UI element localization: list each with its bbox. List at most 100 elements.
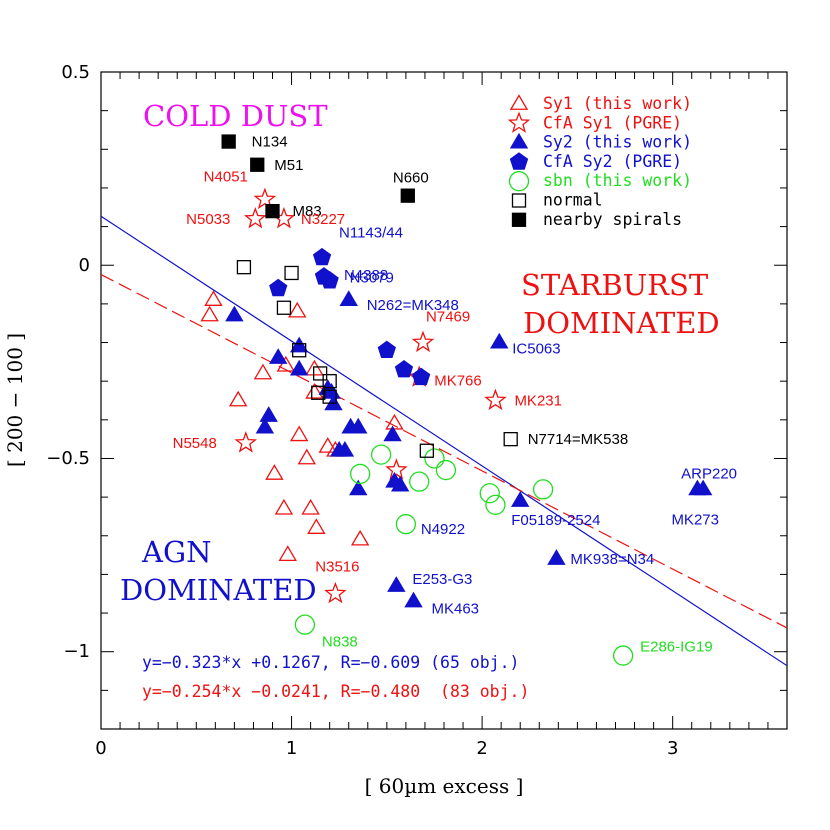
point-label-0: N134: [252, 134, 288, 151]
point-series2-9: [259, 406, 278, 422]
point-series4-7: [532, 479, 554, 500]
point-label-12: IC5063: [512, 341, 560, 358]
point-series0-15: [278, 545, 297, 562]
point-series4-1: [350, 463, 371, 485]
point-series5-0: [236, 260, 252, 275]
point-series2-5: [289, 336, 309, 353]
legend-marker-4: [508, 171, 530, 192]
point-label-11: N7469: [426, 309, 470, 326]
fit-line-0: [101, 215, 787, 667]
point-series0-10: [297, 448, 317, 465]
point-series2-19: [511, 491, 530, 507]
point-series0-0: [204, 290, 223, 306]
legend-label-6: nearby spirals: [543, 210, 682, 229]
point-series3-0: [312, 247, 332, 266]
y-tick-label-0: 0: [79, 255, 90, 276]
y-tick-label-m05: −0.5: [46, 448, 90, 469]
fit-equation-red: y=−0.254*x −0.0241, R=−0.480 (83 obj.): [142, 682, 529, 701]
point-label-18: MK273: [671, 511, 719, 528]
point-series0-16: [350, 529, 370, 546]
point-series1-0: [253, 187, 277, 210]
point-series6-3: [400, 188, 415, 203]
point-series1-6: [234, 431, 258, 453]
point-series0-6: [305, 359, 324, 376]
legend-marker-2: [509, 132, 529, 149]
point-series0-13: [301, 498, 320, 515]
legend-marker-0: [509, 94, 529, 110]
point-label-10: N262=MK348: [367, 297, 459, 314]
legend-marker-5: [511, 193, 527, 208]
legend-label-5: normal: [543, 191, 603, 210]
region-label-cold-dust: COLD DUST: [143, 99, 328, 133]
point-series4-3: [435, 459, 457, 481]
x-tick-label-2: 2: [476, 738, 487, 759]
point-series1-1: [244, 207, 267, 229]
point-series1-3: [411, 330, 435, 353]
point-series0-1: [200, 305, 219, 322]
x-tick-label-0: 0: [95, 738, 106, 759]
point-label-22: N3516: [315, 559, 359, 576]
point-series2-3: [269, 348, 288, 364]
axis-ticks: [100, 71, 788, 730]
legend: Sy1 (this work)CfA Sy1 (PGRE)Sy2 (this w…: [507, 94, 692, 229]
point-series3-5: [394, 359, 414, 378]
point-label-17: ARP220: [681, 465, 737, 482]
point-series5-5: [322, 374, 337, 389]
legend-label-2: Sy2 (this work): [543, 133, 692, 152]
point-label-24: MK463: [432, 600, 480, 617]
point-label-25: N838: [322, 634, 358, 651]
point-series4-5: [479, 483, 500, 504]
point-series6-2: [265, 203, 280, 219]
point-series1-7: [385, 458, 408, 480]
point-series0-12: [274, 498, 294, 515]
point-series5-9: [503, 431, 518, 447]
point-label-15: N7714=MK538: [528, 431, 629, 448]
point-label-20: F05189-2524: [511, 512, 600, 529]
point-label-23: E253-G3: [412, 571, 472, 588]
point-series1-8: [324, 581, 347, 604]
point-series1-5: [484, 388, 507, 411]
point-label-2: M83: [293, 203, 322, 220]
point-series2-21: [693, 479, 713, 496]
point-label-4: N4051: [204, 169, 248, 186]
point-series0-5: [288, 301, 307, 318]
point-series0-3: [253, 363, 273, 380]
y-axis-label: [ 200 − 100 ]: [3, 333, 27, 467]
point-series4-0: [370, 444, 392, 465]
point-series6-1: [250, 157, 265, 172]
legend-marker-1: [507, 111, 531, 133]
point-series0-17: [385, 413, 404, 430]
point-series2-0: [225, 305, 244, 322]
point-series4-8: [395, 514, 417, 535]
point-series0-7: [305, 382, 324, 399]
point-series4-2: [424, 448, 445, 469]
point-label-19: N4922: [421, 521, 465, 538]
point-series6-0: [221, 134, 236, 149]
legend-marker-3: [509, 152, 529, 170]
point-label-14: MK231: [514, 393, 562, 410]
point-series5-6: [311, 385, 326, 400]
legend-label-0: Sy1 (this work): [543, 94, 692, 113]
point-series2-12: [349, 417, 368, 434]
point-series2-4: [289, 359, 309, 376]
point-label-3: N660: [393, 170, 429, 187]
region-label-agn-dominated: DOMINATED: [120, 573, 317, 607]
point-series4-9: [294, 614, 316, 635]
x-tick-labels: 0 1 2 3: [95, 738, 678, 759]
point-series2-10: [255, 417, 275, 434]
point-label-16: N5548: [173, 435, 217, 452]
region-labels: COLD DUST STARBURST DOMINATED AGN DOMINA…: [120, 99, 720, 607]
point-series0-8: [289, 425, 309, 442]
point-series5-3: [292, 343, 307, 358]
point-label-13: MK766: [434, 372, 482, 389]
point-series2-22: [547, 549, 566, 565]
y-tick-label-05: 0.5: [61, 62, 90, 83]
point-series2-18: [390, 475, 410, 492]
point-series0-9: [265, 464, 284, 480]
point-series5-1: [284, 265, 299, 281]
point-label-5: N5033: [186, 211, 230, 228]
legend-label-4: sbn (this work): [543, 171, 692, 190]
point-series0-11: [318, 437, 337, 453]
point-label-7: N1143/44: [339, 225, 403, 242]
